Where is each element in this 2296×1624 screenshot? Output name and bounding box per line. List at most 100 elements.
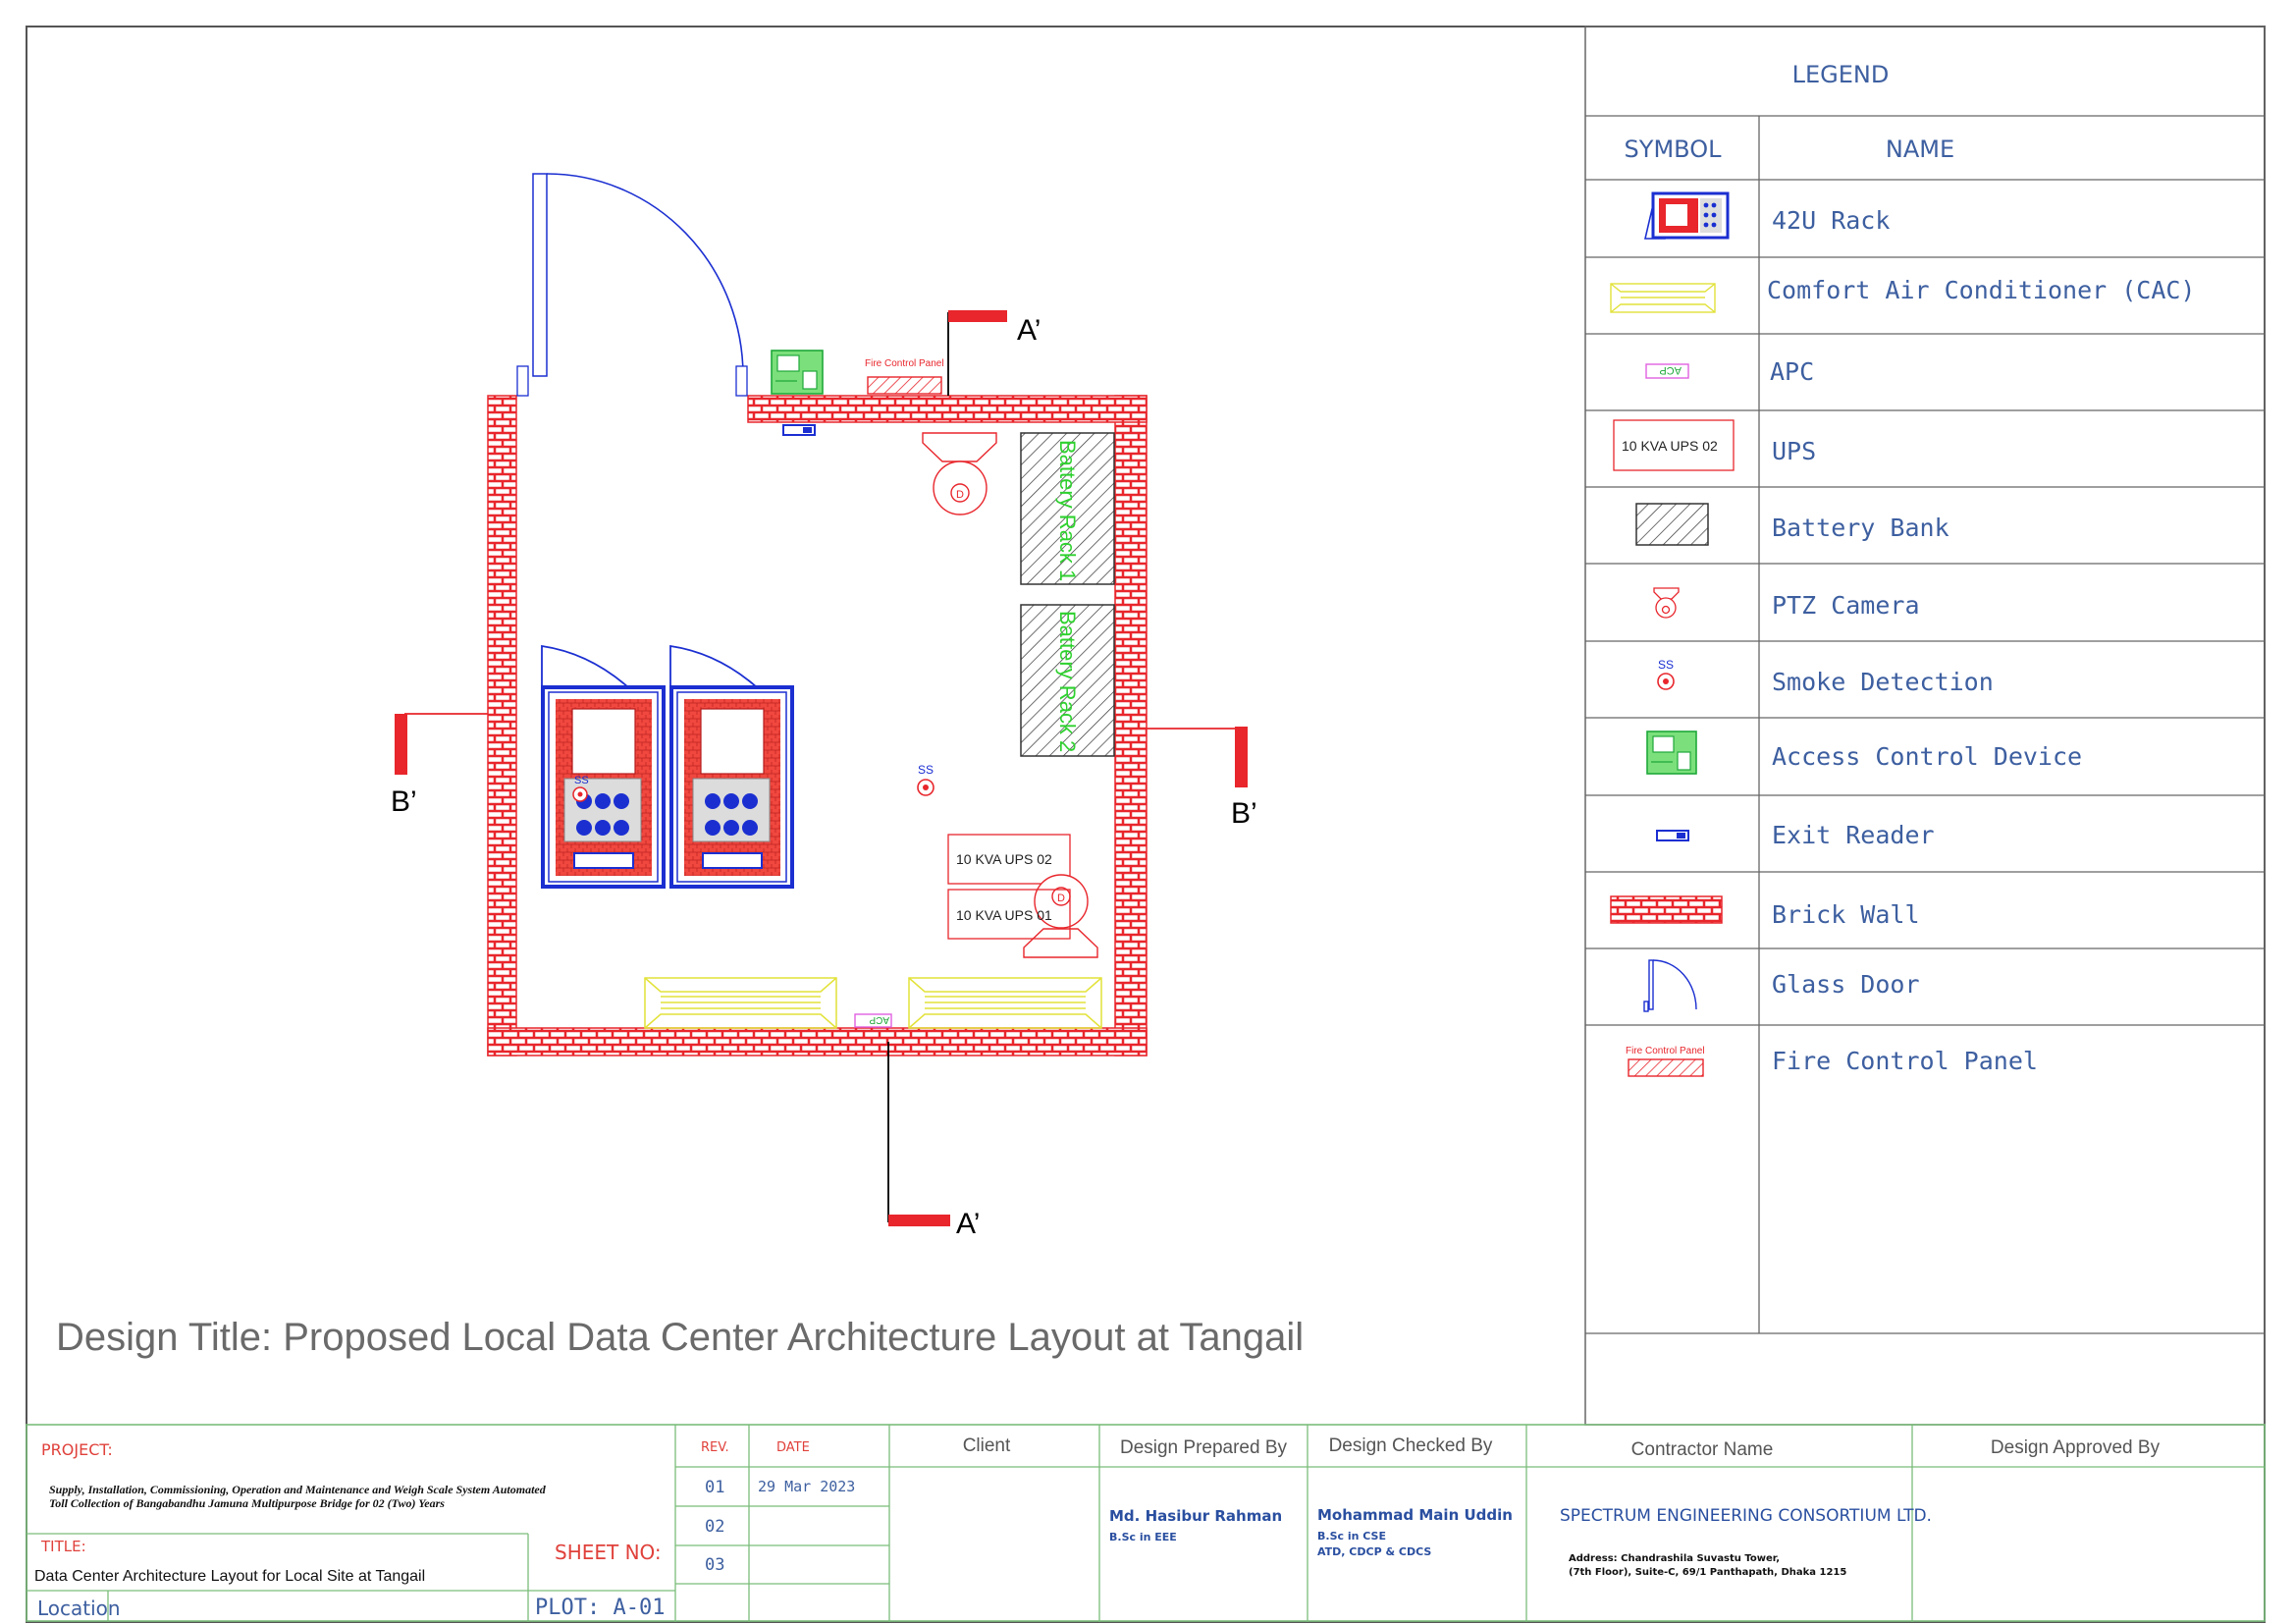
battery-rack-2: Battery Rack 2 xyxy=(1020,604,1115,757)
rev-01-date: 29 Mar 2023 xyxy=(758,1478,855,1495)
legend-name-fire-control-panel: Fire Control Panel xyxy=(1772,1047,2038,1075)
access-control-device xyxy=(771,350,824,395)
apc-icon-text: ACP xyxy=(1659,364,1682,376)
plot-label: PLOT: A-01 xyxy=(535,1596,665,1620)
smoke-detector-icon: SS xyxy=(1657,658,1675,690)
fire-control-panel-icon: Fire Control Panel xyxy=(1626,1046,1705,1077)
section-b-right-label: B’ xyxy=(1231,797,1257,830)
legend-name-ups: UPS xyxy=(1772,437,1816,465)
ups-01-label: 10 KVA UPS 01 xyxy=(956,907,1052,923)
fire-control-panel-label: Fire Control Panel xyxy=(865,358,944,369)
ups-01: 10 KVA UPS 01 xyxy=(947,889,1071,940)
brick-wall-icon xyxy=(1610,895,1723,924)
rack-left: SS xyxy=(541,644,666,889)
ptz-camera-top: D xyxy=(922,432,997,515)
rack-right xyxy=(669,644,794,889)
air-conditioner-left xyxy=(644,977,837,1029)
smoke-ss-label: SS xyxy=(918,763,934,777)
contractor-address-2: (7th Floor), Suite-C, 69/1 Panthapath, D… xyxy=(1569,1567,1846,1578)
approved-by-header: Design Approved By xyxy=(1991,1437,2161,1458)
air-conditioner-icon xyxy=(1610,283,1716,313)
client-header: Client xyxy=(963,1435,1011,1456)
ups-icon-text: 10 KVA UPS 02 xyxy=(1622,438,1718,454)
legend-name-header: NAME xyxy=(1886,135,1954,163)
apc-device-label: ACP xyxy=(869,1014,889,1025)
apc-icon: ACP xyxy=(1645,363,1689,379)
project-line-2: Toll Collection of Bangabandhu Jamuna Mu… xyxy=(49,1496,445,1510)
title-block: PROJECT: Supply, Installation, Commissio… xyxy=(26,1424,2266,1622)
legend-name-smoke-detection: Smoke Detection xyxy=(1772,668,1994,696)
top-brick-wall xyxy=(747,395,1148,423)
legend-symbol-header: SYMBOL xyxy=(1625,135,1723,163)
rev-01: 01 xyxy=(705,1478,724,1497)
section-a-bottom-label: A’ xyxy=(956,1208,980,1240)
battery-bank-icon xyxy=(1635,503,1709,546)
legend-name-exit-reader: Exit Reader xyxy=(1772,821,1935,849)
smoke-detector-center: SS xyxy=(917,763,934,796)
ups-icon: 10 KVA UPS 02 xyxy=(1613,419,1735,471)
checked-by-header: Design Checked By xyxy=(1329,1435,1493,1456)
fire-control-panel: Fire Control Panel xyxy=(865,358,944,395)
legend-name-battery-bank: Battery Bank xyxy=(1772,514,1949,542)
glass-door xyxy=(516,173,748,397)
rev-header: REV. xyxy=(701,1440,729,1455)
ups-02-label: 10 KVA UPS 02 xyxy=(956,851,1052,867)
design-title: Design Title: Proposed Local Data Center… xyxy=(56,1316,1304,1359)
legend-name-42u-rack: 42U Rack xyxy=(1772,206,1890,235)
air-conditioner-right xyxy=(908,977,1102,1029)
contractor-header: Contractor Name xyxy=(1631,1439,1774,1460)
project-label: PROJECT: xyxy=(41,1440,113,1459)
rev-02: 02 xyxy=(705,1517,724,1537)
ptz-camera-bottom: D xyxy=(1023,874,1098,958)
ptz-camera-bottom-d: D xyxy=(1057,893,1065,904)
date-header: DATE xyxy=(776,1440,810,1455)
rev-03: 03 xyxy=(705,1555,724,1575)
battery-rack-1: Battery Rack 1 xyxy=(1020,432,1115,585)
legend-name-cac: Comfort Air Conditioner (CAC) xyxy=(1767,276,2196,304)
exit-reader-icon xyxy=(1656,830,1689,841)
right-brick-wall xyxy=(1114,395,1148,1056)
fire-control-panel-icon-text: Fire Control Panel xyxy=(1626,1046,1705,1056)
project-line-1: Supply, Installation, Commissioning, Ope… xyxy=(49,1483,547,1496)
exit-reader-light xyxy=(803,427,812,433)
section-marker-a-top: A’ xyxy=(947,310,1041,396)
contractor-name: SPECTRUM ENGINEERING CONSORTIUM LTD. xyxy=(1560,1506,1932,1526)
ptz-camera-icon xyxy=(1653,587,1680,619)
legend: LEGEND SYMBOL NAME 42U Rack Comfort Air … xyxy=(1584,26,2266,1426)
ups-02: 10 KVA UPS 02 xyxy=(947,834,1071,885)
prepared-by-name: Md. Hasibur Rahman xyxy=(1109,1507,1282,1525)
smoke-detector-icon-text: SS xyxy=(1658,658,1674,672)
section-marker-a-bottom: A’ xyxy=(887,1042,980,1240)
prepared-by-degree: B.Sc in EEE xyxy=(1109,1531,1177,1543)
checked-by-degree: B.Sc in CSE xyxy=(1317,1530,1386,1543)
legend-name-apc: APC xyxy=(1770,357,1814,386)
legend-title: LEGEND xyxy=(1792,61,1890,88)
section-b-left-label: B’ xyxy=(391,785,417,818)
rack-icon xyxy=(1643,191,1730,240)
exit-reader xyxy=(782,424,816,436)
legend-name-brick-wall: Brick Wall xyxy=(1772,900,1920,929)
checked-by-certs: ATD, CDCP & CDCS xyxy=(1317,1545,1431,1558)
title-label: TITLE: xyxy=(40,1538,86,1555)
prepared-by-header: Design Prepared By xyxy=(1120,1437,1288,1458)
battery-rack-2-label: Battery Rack 2 xyxy=(1055,611,1080,752)
apc-device: ACP xyxy=(854,1013,892,1028)
battery-rack-1-label: Battery Rack 1 xyxy=(1055,440,1080,581)
section-marker-b-left: B’ xyxy=(391,713,488,818)
checked-by-name: Mohammad Main Uddin xyxy=(1317,1506,1513,1524)
bottom-brick-wall xyxy=(487,1027,1148,1056)
glass-door-icon xyxy=(1643,959,1697,1012)
rack-smoke-ss-label: SS xyxy=(574,775,589,786)
legend-name-glass-door: Glass Door xyxy=(1772,970,1920,999)
location-label: Location xyxy=(37,1597,121,1620)
legend-name-ptz-camera: PTZ Camera xyxy=(1772,591,1920,620)
contractor-address-1: Address: Chandrashila Suvastu Tower, xyxy=(1569,1553,1780,1564)
ptz-camera-top-d: D xyxy=(956,489,964,501)
access-control-icon xyxy=(1646,731,1697,775)
section-marker-b-right: B’ xyxy=(1147,727,1257,830)
title-value: Data Center Architecture Layout for Loca… xyxy=(34,1568,425,1585)
section-a-top-label: A’ xyxy=(1017,314,1041,347)
floor-plan: Fire Control Panel D Battery Rack 1 Batt… xyxy=(391,173,1257,1240)
sheet-no-label: SHEET NO: xyxy=(555,1541,662,1564)
